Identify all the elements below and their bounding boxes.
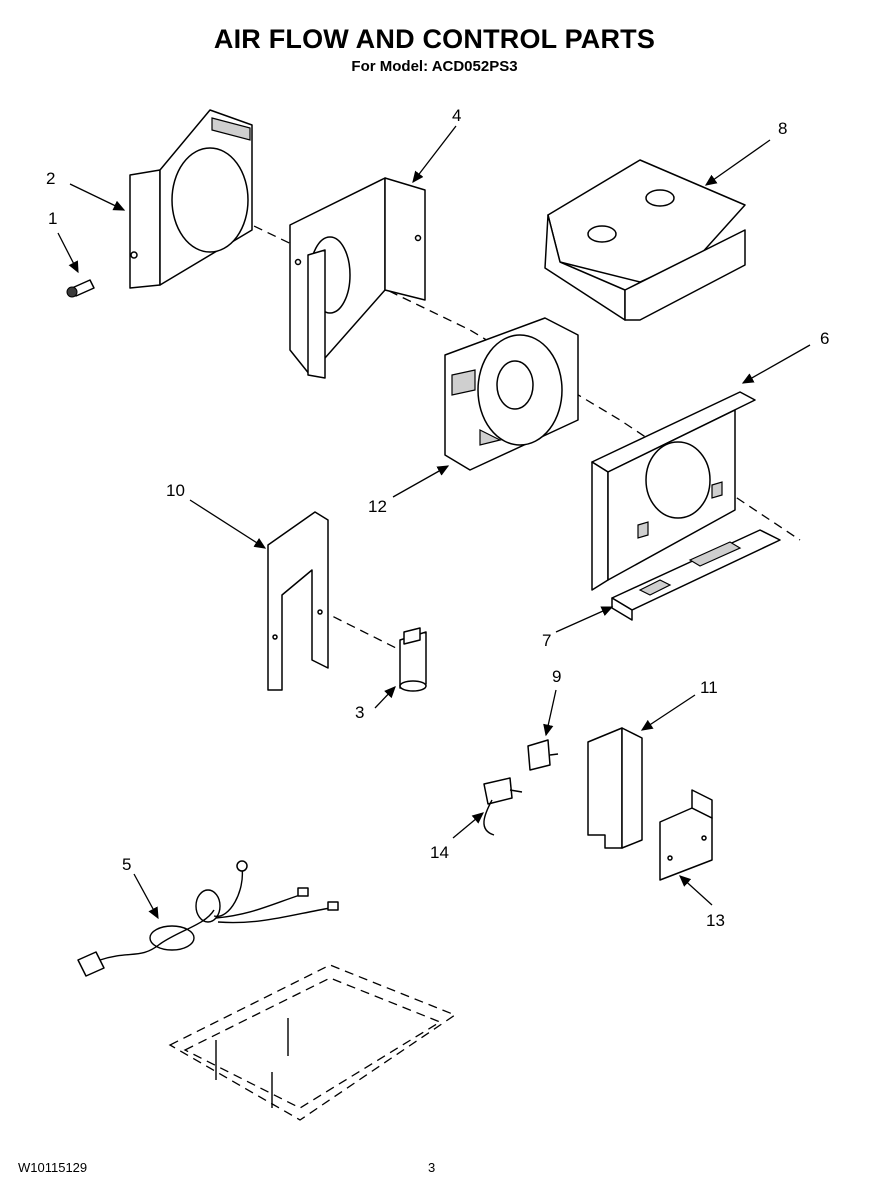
callout-2: 2 bbox=[46, 169, 55, 188]
part-7-control-base bbox=[611, 529, 781, 621]
callout-5: 5 bbox=[122, 855, 131, 874]
callout-3: 3 bbox=[355, 703, 364, 722]
part-3-capacitor bbox=[399, 627, 427, 692]
callout-leaders bbox=[57, 125, 811, 920]
callout-14: 14 bbox=[430, 843, 449, 862]
callout-13: 13 bbox=[706, 911, 725, 930]
part-10-plate bbox=[267, 511, 329, 691]
part-1-screw bbox=[66, 279, 95, 298]
part-14-thermostat bbox=[483, 777, 523, 836]
part-8-top-cover bbox=[544, 159, 746, 321]
callout-12: 12 bbox=[368, 497, 387, 516]
document-number: W10115129 bbox=[18, 1160, 88, 1175]
page-title: AIR FLOW AND CONTROL PARTS bbox=[213, 24, 656, 54]
callout-10: 10 bbox=[166, 481, 185, 500]
callout-8: 8 bbox=[778, 119, 787, 138]
model-subtitle: For Model: ACD052PS3 bbox=[351, 58, 518, 75]
callout-9: 9 bbox=[552, 667, 561, 686]
callout-4: 4 bbox=[452, 106, 461, 125]
page-number: 3 bbox=[428, 1160, 436, 1175]
base-pan-outline bbox=[168, 964, 457, 1121]
part-12-blower-housing bbox=[444, 317, 579, 471]
callout-6: 6 bbox=[820, 329, 829, 348]
part-13-bracket bbox=[659, 789, 713, 881]
part-5-wire-harness bbox=[77, 860, 339, 977]
part-6-control-bracket bbox=[591, 391, 756, 591]
assembly-axis-line-capacitor bbox=[319, 609, 401, 651]
part-2-fan-shroud bbox=[129, 109, 253, 289]
part-9-switch bbox=[527, 739, 559, 771]
callout-1: 1 bbox=[48, 209, 57, 228]
callout-11: 11 bbox=[700, 678, 718, 697]
part-11-cover bbox=[587, 727, 643, 849]
part-4-orifice-panel bbox=[289, 177, 426, 379]
callout-7: 7 bbox=[542, 631, 551, 650]
